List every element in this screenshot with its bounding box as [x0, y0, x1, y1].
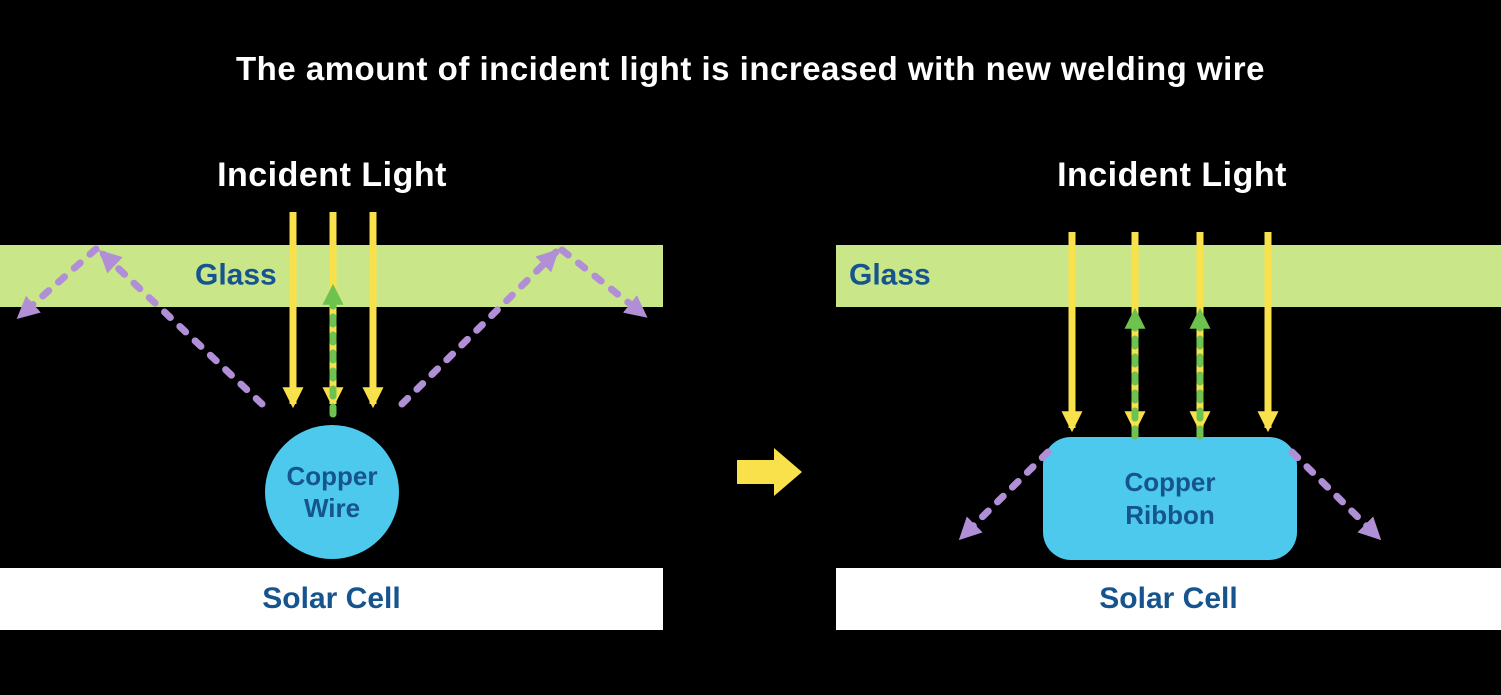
copper-ribbon-label-line2: Ribbon: [1125, 499, 1215, 530]
diagram-title: The amount of incident light is increase…: [236, 50, 1265, 87]
copper-wire-label-line2: Wire: [303, 493, 361, 523]
copper-wire-label-line1: Copper: [286, 460, 378, 491]
copper-ribbon-label-line1: Copper: [1124, 467, 1216, 497]
solar-cell-layer-right: Solar Cell: [836, 568, 1501, 630]
purple-dashed-arrow: [958, 448, 1052, 541]
absorbed-reflection-rays-right-panel: [1124, 307, 1211, 440]
copper-wire-shape: Copper Wire: [265, 425, 399, 559]
glass-label-left: Glass: [195, 258, 277, 292]
glass-layer-right: Glass: [836, 245, 1501, 307]
glass-label-right: Glass: [849, 258, 931, 292]
incident-light-label-left: Incident Light: [217, 156, 447, 194]
copper-ribbon-shape: Copper Ribbon: [1043, 437, 1297, 560]
solar-cell-label-right: Solar Cell: [1099, 582, 1238, 615]
incident-light-label-right: Incident Light: [1057, 156, 1287, 194]
incident-rays-left-panel: [282, 212, 384, 409]
solar-cell-label-left: Solar Cell: [262, 582, 401, 615]
transition-arrow-icon: [737, 448, 802, 496]
glass-layer-left: Glass: [0, 245, 663, 307]
purple-dashed-arrow: [1288, 448, 1382, 541]
solar-cell-layer-left: Solar Cell: [0, 568, 663, 630]
